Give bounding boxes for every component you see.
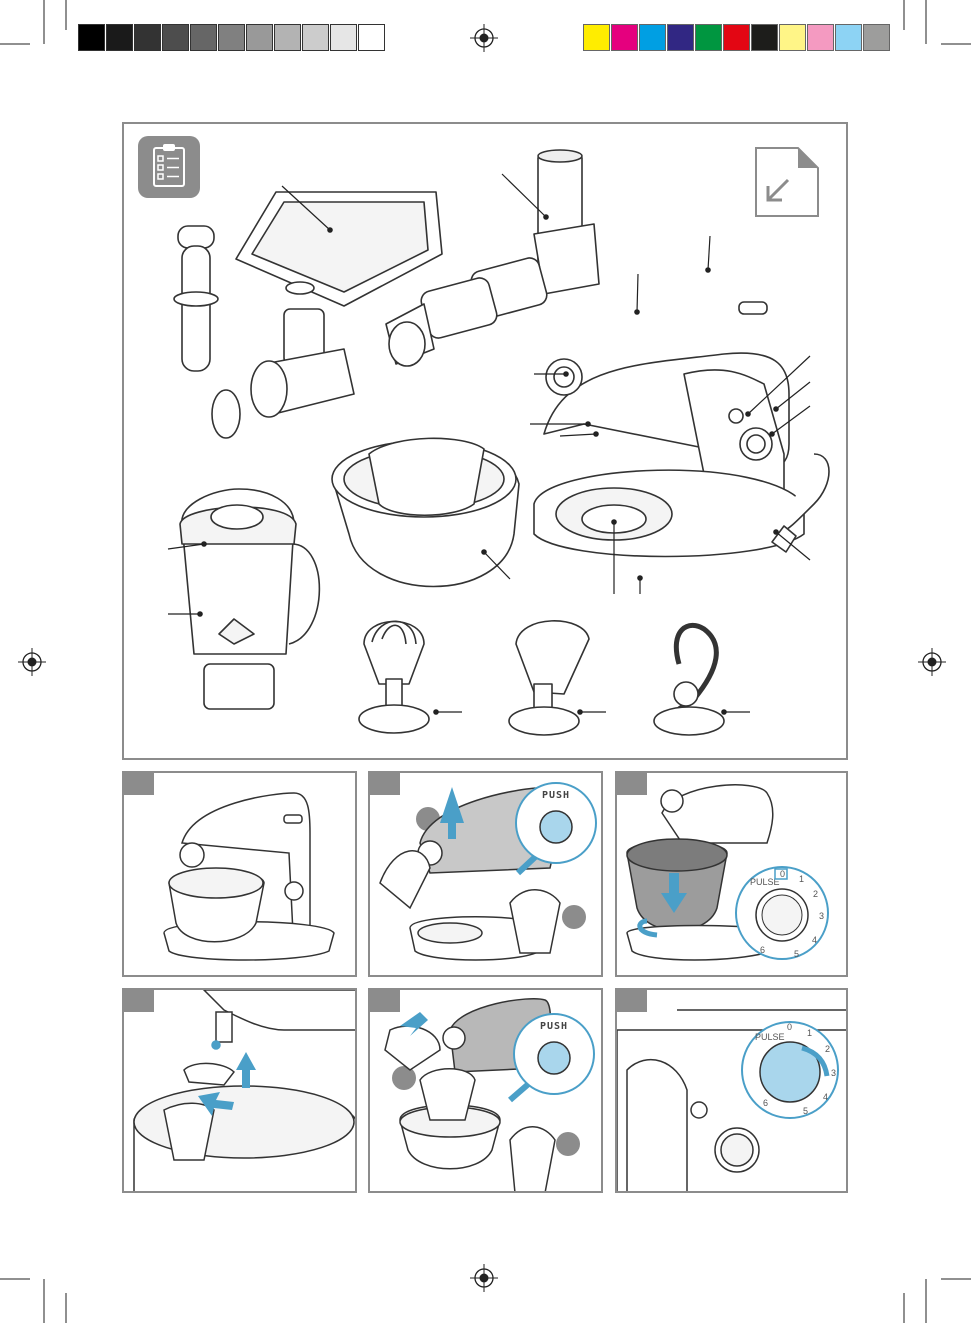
dial-label-6: 6 bbox=[760, 945, 765, 955]
mixing-bowl bbox=[332, 438, 519, 586]
color-swatch bbox=[695, 24, 722, 51]
mixer-assembled-illustration bbox=[124, 773, 357, 977]
color-swatch bbox=[863, 24, 890, 51]
dial-label-3: 3 bbox=[819, 911, 824, 921]
insert-bowl-illustration: PULSE 0 1 2 3 4 5 6 bbox=[617, 773, 848, 977]
dial-label-4: 4 bbox=[812, 935, 817, 945]
gray-swatch bbox=[246, 24, 273, 51]
balloon-whisk bbox=[359, 621, 429, 733]
dial-label-0: 0 bbox=[780, 869, 785, 879]
dial-label-2: 2 bbox=[813, 889, 818, 899]
appliance-parts-illustration bbox=[124, 124, 848, 760]
color-swatch bbox=[779, 24, 806, 51]
step-panel-3: PULSE 0 1 2 3 4 5 6 bbox=[615, 771, 848, 977]
color-swatch bbox=[667, 24, 694, 51]
color-swatch bbox=[639, 24, 666, 51]
blender-jug bbox=[180, 489, 319, 709]
color-swatch bbox=[611, 24, 638, 51]
raise-head-illustration: PUSH bbox=[370, 773, 603, 977]
flat-beater bbox=[509, 621, 589, 735]
gray-swatch bbox=[358, 24, 385, 51]
gray-swatch bbox=[106, 24, 133, 51]
gray-swatch bbox=[134, 24, 161, 51]
color-swatch bbox=[583, 24, 610, 51]
dial-label-2: 2 bbox=[825, 1044, 830, 1054]
gray-swatch bbox=[162, 24, 189, 51]
color-swatch bbox=[807, 24, 834, 51]
dial-label-3: 3 bbox=[831, 1068, 836, 1078]
overview-panel bbox=[122, 122, 848, 760]
step-panel-2: PUSH bbox=[368, 771, 603, 977]
dial-label-pulse: PULSE bbox=[755, 1032, 785, 1042]
step-panel-1 bbox=[122, 771, 357, 977]
color-swatch bbox=[751, 24, 778, 51]
dial-label-6: 6 bbox=[763, 1098, 768, 1108]
dial-label-5: 5 bbox=[803, 1106, 808, 1116]
dial-label-5: 5 bbox=[794, 949, 799, 959]
dial-label-0: 0 bbox=[787, 1022, 792, 1032]
gray-swatch bbox=[78, 24, 105, 51]
gray-swatch bbox=[190, 24, 217, 51]
gray-swatch bbox=[302, 24, 329, 51]
turn-dial-illustration: PULSE 0 1 2 3 4 5 6 bbox=[617, 990, 848, 1193]
color-swatch bbox=[723, 24, 750, 51]
dial-label-4: 4 bbox=[823, 1092, 828, 1102]
attach-tool-illustration bbox=[124, 990, 357, 1193]
dough-hook bbox=[654, 625, 724, 735]
step-panel-4 bbox=[122, 988, 357, 1193]
gray-swatch bbox=[218, 24, 245, 51]
gray-swatch bbox=[330, 24, 357, 51]
stand-mixer bbox=[534, 302, 829, 557]
step-panel-5: PUSH bbox=[368, 988, 603, 1193]
lower-head-illustration: PUSH bbox=[370, 990, 603, 1193]
push-label: PUSH bbox=[542, 790, 570, 801]
food-pusher bbox=[174, 226, 218, 371]
dial-label-1: 1 bbox=[799, 874, 804, 884]
gray-swatch bbox=[274, 24, 301, 51]
dial-label-1: 1 bbox=[807, 1028, 812, 1038]
color-swatch bbox=[835, 24, 862, 51]
push-label: PUSH bbox=[540, 1021, 568, 1032]
step-panel-6: PULSE 0 1 2 3 4 5 6 bbox=[615, 988, 848, 1193]
